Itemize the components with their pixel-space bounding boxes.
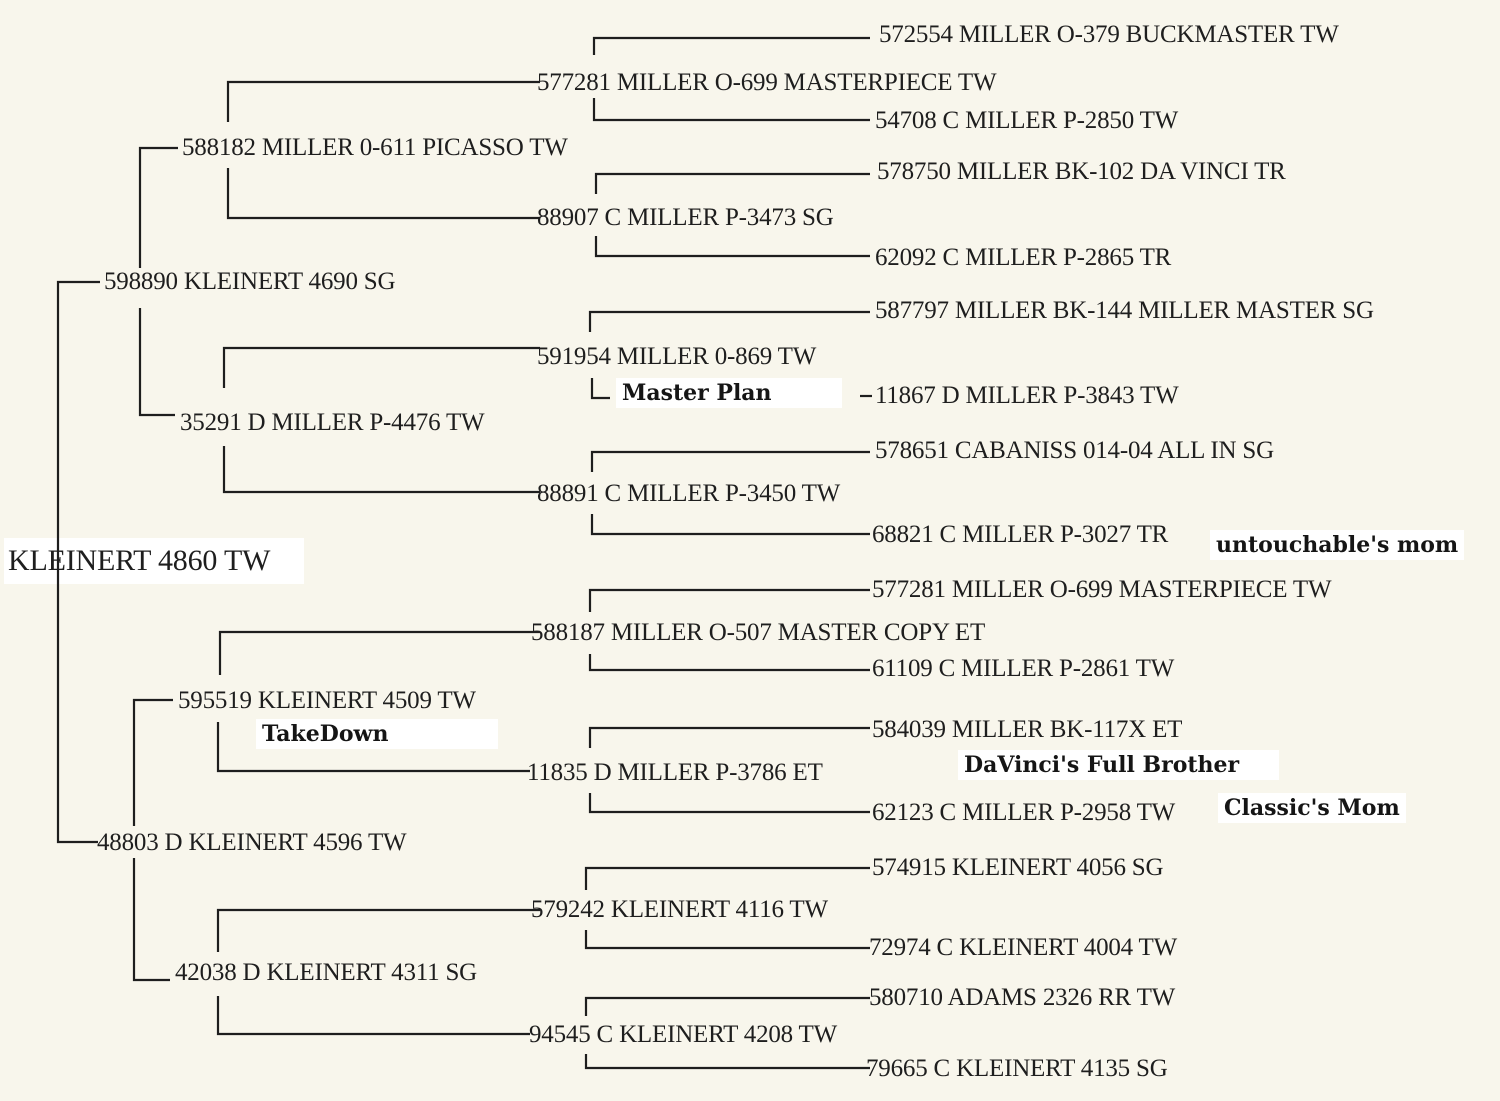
- connector-g3-6: [588, 726, 870, 748]
- connector-g3-6b: [588, 793, 870, 814]
- connector-g3-4b: [590, 514, 870, 536]
- connector-dam-lower: [132, 858, 170, 982]
- connector-g3-1b: [592, 98, 870, 122]
- gen4-label: 54708 C MILLER P-2850 TW: [875, 107, 1179, 134]
- gen3-label: 577281 MILLER O-699 MASTERPIECE TW: [537, 69, 997, 96]
- connector-g3-7b: [584, 930, 870, 950]
- gen4-label: 572554 MILLER O-379 BUCKMASTER TW: [879, 21, 1339, 48]
- connector-g3-4: [590, 450, 870, 472]
- sire-label: 598890 KLEINERT 4690 SG: [104, 268, 396, 295]
- connector-g3-8: [584, 996, 870, 1016]
- gen3-label: 94545 C KLEINERT 4208 TW: [529, 1021, 838, 1048]
- gen3-label: 579242 KLEINERT 4116 TW: [531, 896, 828, 923]
- annotation-classics-mom: Classic's Mom: [1218, 793, 1406, 823]
- connector-g3-1: [592, 36, 870, 55]
- dam-label: 48803 D KLEINERT 4596 TW: [97, 829, 407, 856]
- connector-g3-3b: [590, 378, 610, 400]
- gen3-label: 588187 MILLER O-507 MASTER COPY ET: [531, 619, 986, 646]
- connector-g3-5: [588, 588, 870, 612]
- gen4-label: 11867 D MILLER P-3843 TW: [875, 382, 1179, 409]
- gen3-label: 88891 C MILLER P-3450 TW: [537, 480, 841, 507]
- gen4-label: 68821 C MILLER P-3027 TR: [872, 521, 1169, 548]
- gen4-label: 79665 C KLEINERT 4135 SG: [866, 1055, 1168, 1082]
- annotation-untouchables-mom: untouchable's mom: [1210, 530, 1465, 560]
- annotation-takedown: TakeDown: [256, 719, 499, 749]
- root-label-highlight: [4, 538, 304, 584]
- annotation-master-plan: Master Plan: [616, 378, 842, 408]
- gen4-label: 587797 MILLER BK-144 MILLER MASTER SG: [875, 297, 1374, 324]
- connector-dam: [132, 698, 173, 826]
- connector-g3-2: [594, 172, 870, 194]
- connector-sire-sire: [226, 80, 540, 122]
- connector-g3-7: [584, 866, 870, 890]
- gen4-label: 578651 CABANISS 014-04 ALL IN SG: [875, 437, 1274, 464]
- gen4-label: 62092 C MILLER P-2865 TR: [875, 244, 1172, 271]
- connector-sire-lower: [138, 308, 175, 417]
- gen4-label: 580710 ADAMS 2326 RR TW: [869, 984, 1176, 1011]
- connector-dam-dam-b: [216, 996, 530, 1036]
- connector-g3-8b: [584, 1054, 870, 1070]
- connector-sire-dam: [222, 346, 540, 388]
- gen4-label: 574915 KLEINERT 4056 SG: [872, 854, 1164, 881]
- gen3-label: 591954 MILLER 0-869 TW: [537, 343, 817, 370]
- connector-sire-sire-b: [226, 168, 540, 220]
- gen4-label: 578750 MILLER BK-102 DA VINCI TR: [877, 158, 1286, 185]
- sire-dam-label: 35291 D MILLER P-4476 TW: [180, 409, 485, 436]
- gen3-label: 88907 C MILLER P-3473 SG: [537, 204, 834, 231]
- connector-root: [56, 280, 100, 844]
- connector-dam-sire-b: [216, 722, 530, 773]
- gen4-label: 584039 MILLER BK-117X ET: [872, 716, 1183, 743]
- dam-sire-label: 595519 KLEINERT 4509 TW: [178, 687, 476, 714]
- gen3-label: 11835 D MILLER P-3786 ET: [527, 759, 823, 786]
- connector-sire-dam-b: [222, 446, 540, 494]
- dam-dam-label: 42038 D KLEINERT 4311 SG: [175, 959, 478, 986]
- connector-g3-2b: [594, 236, 870, 258]
- connector-sire: [138, 146, 178, 268]
- gen4-label: 62123 C MILLER P-2958 TW: [872, 799, 1176, 826]
- connector-dam-sire: [218, 630, 540, 675]
- sire-sire-label: 588182 MILLER 0-611 PICASSO TW: [182, 134, 568, 161]
- annotation-davinci-full-brother: DaVinci's Full Brother: [958, 750, 1280, 780]
- gen4-label: 577281 MILLER O-699 MASTERPIECE TW: [872, 576, 1332, 603]
- connector-dam-dam: [216, 908, 540, 952]
- subject-animal-label: KLEINERT 4860 TW: [8, 544, 271, 577]
- gen4-label: 61109 C MILLER P-2861 TW: [872, 655, 1175, 682]
- connector-g3-5b: [588, 654, 870, 672]
- connector-g3-3: [588, 310, 870, 332]
- gen4-label: 72974 C KLEINERT 4004 TW: [869, 934, 1178, 961]
